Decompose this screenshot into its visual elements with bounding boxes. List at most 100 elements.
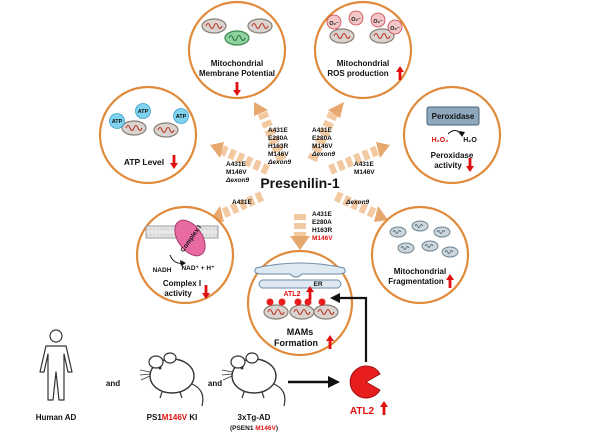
arrow-to-mams — [290, 214, 310, 250]
mut-atp-1: A431E — [226, 161, 247, 168]
ros-molecule-label: O₂⁻ — [390, 26, 400, 32]
mutation-list-atp: A431E M146V Δexon9 — [225, 161, 250, 184]
mut-mp-2: E280A — [268, 135, 288, 142]
label-ps1-model: PS1M146V KI — [147, 413, 198, 422]
atp-icon — [173, 108, 189, 124]
label-atp: ATP Level — [124, 157, 164, 167]
mouse1-prefix: PS1 — [147, 413, 163, 422]
arrow-to-atl2 — [288, 376, 340, 388]
center-title: Presenilin-1 — [260, 175, 340, 191]
trend-up-icon — [380, 401, 388, 415]
atp-icon — [135, 103, 151, 119]
mut-ros-3: M146V — [312, 143, 333, 150]
mito-icon — [289, 304, 315, 320]
connector-arrows — [210, 102, 390, 250]
superoxide-icon — [326, 14, 342, 30]
label-frag-1: Mitochondrial — [394, 267, 446, 276]
atl2-dot-icon — [278, 298, 286, 306]
module-ros: O₂⁻ O₂⁻ O₂⁻ O₂⁻ Mitochondrial ROS produc… — [313, 0, 413, 100]
arrow-to-ros — [307, 102, 344, 163]
label-perox-1: Peroxidase — [431, 151, 474, 160]
mouse2-suffix: ) — [276, 425, 278, 432]
label-complex1-2: activity — [164, 289, 192, 298]
atl2-dot-icon — [294, 298, 302, 306]
mut-mams-2: E280A — [312, 219, 332, 226]
mut-ros-4: Δexon9 — [311, 151, 336, 158]
human-figure-icon — [39, 329, 73, 401]
mouse1-highlight: M146V — [162, 413, 188, 422]
nad-label: NAD⁺ + H⁺ — [181, 265, 215, 272]
arrow-to-peroxidase — [328, 142, 390, 175]
fragment-icon — [411, 220, 429, 232]
mutation-list-membrane: A431E E280A H163R M146V Δexon9 — [267, 127, 292, 166]
mut-mams-1: A431E — [312, 211, 333, 218]
atp-molecule-label: ATP — [138, 109, 149, 115]
label-mams-1: MAMs — [287, 327, 314, 337]
er-label: ER — [313, 281, 322, 288]
atl2-dot-icon — [318, 298, 326, 306]
mut-ros-1: A431E — [312, 127, 333, 134]
mut-ros-2: E280A — [312, 135, 332, 142]
mutation-list-mams: A431E E280A H163R M146V — [312, 211, 333, 242]
arrow-to-membrane-potential — [254, 102, 287, 162]
label-human-ad: Human AD — [36, 413, 77, 422]
mito-icon — [153, 122, 179, 138]
mito-icon — [329, 28, 355, 44]
ros-molecule-label: O₂⁻ — [373, 19, 383, 25]
module-mams: ER ATL2 MAMs Formation — [246, 249, 354, 357]
module-peroxidase: Peroxidase H₂O₂ H₂O Peroxidase activity — [402, 85, 502, 185]
mito-icon — [313, 304, 339, 320]
atl2-icon — [349, 365, 381, 399]
mut-mp-1: A431E — [268, 127, 289, 134]
mito-icon — [263, 304, 289, 320]
mito-icon — [201, 18, 227, 34]
label-mams-2: Formation — [274, 338, 318, 348]
label-perox-2: activity — [434, 161, 462, 170]
product-label: H₂O — [463, 137, 477, 144]
mutation-list-ros: A431E E280A M146V Δexon9 — [311, 127, 336, 158]
reactant-label: H₂O₂ — [432, 137, 449, 144]
atl2-small-label: ATL2 — [284, 291, 301, 298]
label-ros-2: ROS production — [327, 69, 388, 78]
label-frag-2: Fragmentation — [388, 277, 444, 286]
mouse1-suffix: KI — [187, 413, 197, 422]
fragment-icon — [421, 240, 439, 252]
mut-perox-1: A431E — [354, 161, 375, 168]
label-psen1-model: (PSEN1 M146V) — [230, 425, 278, 432]
label-atl2: ATL2 — [350, 406, 375, 417]
er-shape — [254, 262, 346, 278]
mut-mp-4: M146V — [268, 151, 289, 158]
mut-mp-5: Δexon9 — [267, 159, 292, 166]
fragment-icon — [433, 226, 451, 238]
mutation-list-peroxidase: A431E M146V — [354, 161, 375, 176]
mut-perox-2: M146V — [354, 169, 375, 176]
fragment-icon — [441, 246, 459, 258]
mouse-icon — [221, 352, 286, 407]
mut-atp-3: Δexon9 — [225, 177, 250, 184]
mut-complex1-1: A431E — [232, 199, 253, 206]
module-fragmentation: Mitochondrial Fragmentation — [370, 205, 470, 305]
mut-mams-4-highlight: M146V — [312, 235, 333, 242]
fragment-icon — [389, 226, 407, 238]
mut-frag-1: Δexon9 — [345, 199, 370, 206]
ros-molecule-label: O₂⁻ — [351, 17, 361, 23]
label-membrane-1: Mitochondrial — [211, 59, 263, 68]
circle-atp — [98, 85, 198, 185]
mouse2-highlight: M146V — [255, 425, 276, 432]
module-membrane-potential: Mitochondrial Membrane Potential — [187, 0, 287, 100]
atp-molecule-label: ATP — [176, 114, 187, 120]
mouse-icon — [139, 352, 204, 407]
atp-molecule-label: ATP — [112, 119, 123, 125]
mito-icon — [247, 18, 273, 34]
label-complex1-1: Complex I — [163, 279, 201, 288]
arrow-to-fragmentation — [333, 191, 388, 222]
atp-icon — [109, 113, 125, 129]
ros-molecule-label: O₂⁻ — [329, 21, 339, 27]
complex1-enzyme — [174, 219, 206, 257]
mito-icon — [121, 120, 147, 136]
label-3xtg-ad: 3xTg-AD — [238, 413, 271, 422]
arrow-to-atp — [210, 142, 270, 175]
mut-mams-3: H163R — [312, 227, 333, 234]
fragment-icon — [397, 242, 415, 254]
